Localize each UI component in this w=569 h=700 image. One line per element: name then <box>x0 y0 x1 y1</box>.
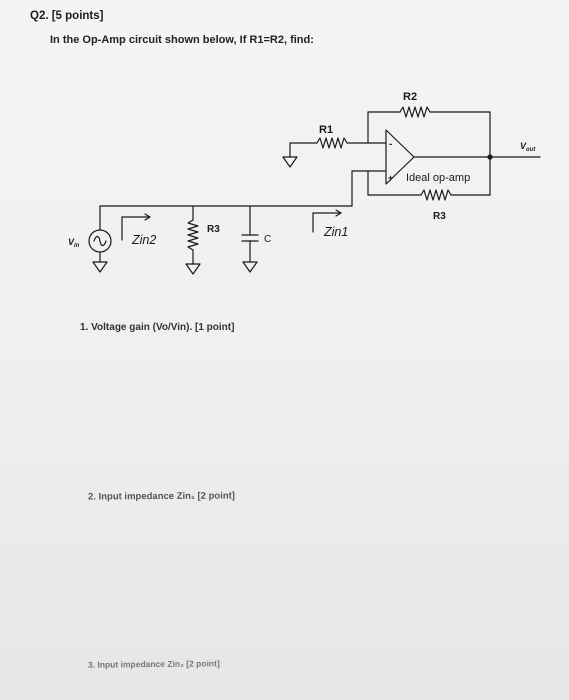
label-r2: R2 <box>403 91 417 103</box>
label-r3-feedback: R3 <box>433 211 446 222</box>
label-plus: + <box>388 173 393 183</box>
label-opamp: Ideal op-amp <box>406 172 470 184</box>
question-prompt: In the Op-Amp circuit shown below, If R1… <box>50 34 314 46</box>
question-title: Q2. [5 points] <box>30 10 104 22</box>
ground-r3-icon <box>185 263 201 275</box>
question-item-3: 3. Input impedance Zin₂ [2 point] <box>87 658 220 670</box>
label-vout: Vout <box>520 141 536 153</box>
label-zin2: Zin2 <box>131 233 156 247</box>
question-item-2: 2. Input impedance Zin₁ [2 point] <box>87 490 236 503</box>
resistor-r2 <box>399 106 431 118</box>
question-item-1: 1. Voltage gain (Vo/Vin). [1 point] <box>80 322 235 333</box>
resistor-r3-shunt <box>187 219 199 251</box>
ground-r1-icon <box>282 156 298 168</box>
label-minus: - <box>389 139 392 150</box>
resistor-r3-feedback <box>420 189 452 201</box>
opamp-symbol <box>385 129 415 185</box>
label-r1: R1 <box>319 124 333 136</box>
label-vin: Vin <box>68 237 80 249</box>
label-zin1: Zin1 <box>323 225 348 239</box>
resistor-r1 <box>316 137 348 149</box>
ground-vin-icon <box>92 261 108 273</box>
label-r3-shunt: R3 <box>207 224 220 235</box>
ground-capacitor-icon <box>242 261 258 273</box>
label-capacitor: C <box>264 234 271 245</box>
